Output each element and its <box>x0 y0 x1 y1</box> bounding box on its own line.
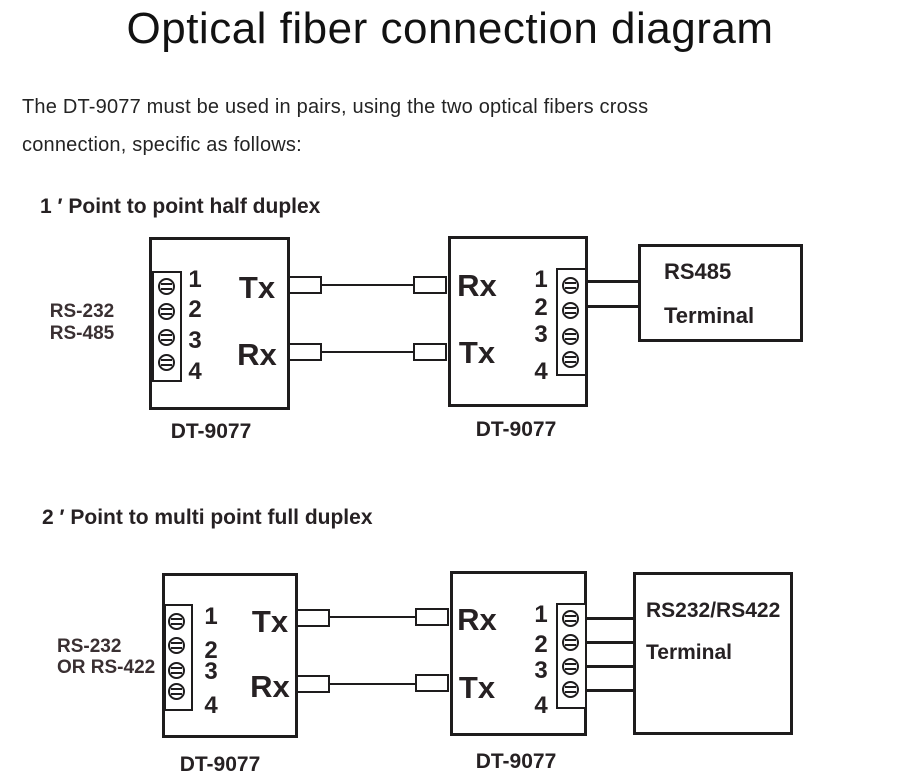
pin-number: 3 <box>534 657 548 684</box>
interface-line-2: RS-485 <box>49 323 115 344</box>
tx-port-label: Tx <box>251 604 289 639</box>
interface-line-1: RS-232 <box>57 636 122 657</box>
fiber-connector <box>288 276 322 294</box>
wire-line <box>585 665 633 668</box>
screw-terminal-icon <box>562 681 579 698</box>
pin-number: 2 <box>188 296 202 323</box>
tx-port-label: Tx <box>458 335 496 370</box>
pin-number: 2 <box>204 637 218 664</box>
terminal-box-subtitle: Terminal <box>664 303 755 328</box>
device-name-label: DT-9077 <box>475 750 557 773</box>
pin-number: 1 <box>534 266 548 293</box>
wire-line <box>585 280 638 283</box>
screw-terminal-icon <box>158 329 175 346</box>
terminal-box-s2 <box>633 572 793 735</box>
wire-line <box>585 305 638 308</box>
screw-terminal-icon <box>562 277 579 294</box>
screw-terminal-icon <box>168 683 185 700</box>
wire-line <box>585 689 633 692</box>
screw-terminal-icon <box>158 354 175 371</box>
pin-number: 3 <box>188 327 202 354</box>
intro-line-1: The DT-9077 must be used in pairs, using… <box>22 96 649 118</box>
screw-terminal-icon <box>158 303 175 320</box>
fiber-line <box>320 351 415 353</box>
fiber-connector <box>413 343 447 361</box>
terminal-box-title: RS232/RS422 <box>646 599 781 622</box>
pin-number: 4 <box>534 358 548 385</box>
screw-terminal-icon <box>562 658 579 675</box>
pin-number: 1 <box>188 266 202 293</box>
device-name-label: DT-9077 <box>179 753 261 776</box>
interface-line-2: OR RS-422 <box>57 657 156 678</box>
pin-number: 3 <box>204 658 218 685</box>
interface-line-1: RS-232 <box>49 301 115 322</box>
fiber-connector <box>413 276 447 294</box>
pin-number: 4 <box>534 692 548 719</box>
screw-terminal-icon <box>168 662 185 679</box>
terminal-box-s1 <box>638 244 803 342</box>
tx-port-label: Tx <box>458 670 496 705</box>
fiber-line <box>328 616 417 618</box>
screw-terminal-icon <box>562 610 579 627</box>
rx-port-label: Rx <box>457 268 497 303</box>
intro-line-2: connection, specific as follows: <box>22 134 302 156</box>
screw-terminal-icon <box>562 328 579 345</box>
tx-port-label: Tx <box>238 270 276 305</box>
rx-port-label: Rx <box>237 337 277 372</box>
page-title: Optical fiber connection diagram <box>126 4 774 53</box>
wire-line <box>585 617 633 620</box>
fiber-connector <box>288 343 322 361</box>
rx-port-label: Rx <box>250 669 290 704</box>
pin-number: 4 <box>188 358 202 385</box>
pin-number: 1 <box>534 601 548 628</box>
fiber-connector <box>296 675 330 693</box>
pin-number: 2 <box>534 631 548 658</box>
terminal-box-title: RS485 <box>664 259 732 284</box>
terminal-box-subtitle: Terminal <box>646 641 732 664</box>
screw-terminal-icon <box>562 634 579 651</box>
screw-terminal-icon <box>168 637 185 654</box>
pin-number: 3 <box>534 321 548 348</box>
fiber-line <box>320 284 415 286</box>
device-name-label: DT-9077 <box>170 420 252 443</box>
intro-text: The DT-9077 must be used in pairs, using… <box>22 88 822 164</box>
pin-number: 1 <box>204 603 218 630</box>
screw-terminal-icon <box>562 302 579 319</box>
pin-number: 4 <box>204 692 218 719</box>
fiber-connector <box>296 609 330 627</box>
wire-line <box>585 641 633 644</box>
fiber-line <box>328 683 417 685</box>
screw-terminal-icon <box>158 278 175 295</box>
fiber-connector <box>415 608 449 626</box>
screw-terminal-icon <box>168 613 185 630</box>
rx-port-label: Rx <box>457 602 497 637</box>
pin-number: 2 <box>534 294 548 321</box>
screw-terminal-icon <box>562 351 579 368</box>
section2-heading: 2 ′ Point to multi point full duplex <box>42 506 373 529</box>
device-name-label: DT-9077 <box>475 418 557 441</box>
fiber-connector <box>415 674 449 692</box>
section1-heading: 1 ′ Point to point half duplex <box>40 195 321 218</box>
